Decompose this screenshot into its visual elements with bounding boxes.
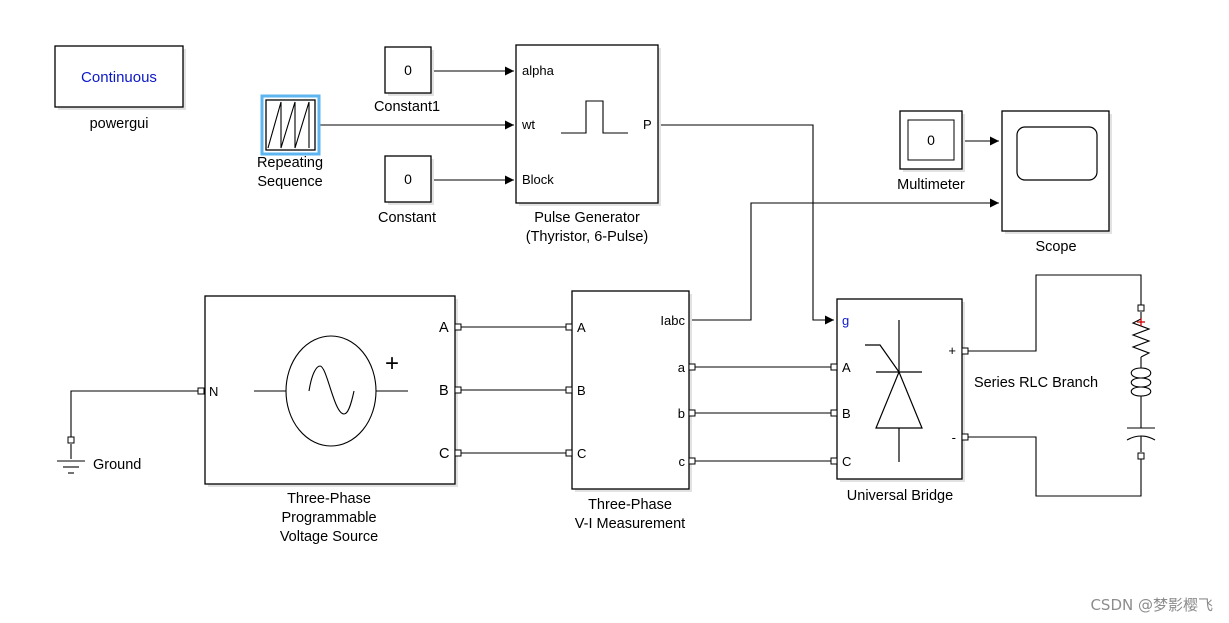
powergui-mode-text: Continuous	[81, 69, 157, 86]
vi-port-in-a: A	[577, 320, 586, 335]
powergui-block[interactable]: Continuous	[54, 45, 186, 110]
bridge-port-g: g	[842, 313, 849, 328]
multimeter-display	[907, 119, 955, 161]
wire-iabc-scope[interactable]	[660, 198, 999, 321]
ground-icon	[57, 444, 85, 474]
repeating-sequence-label-2: Sequence	[257, 174, 322, 190]
constant1-value: 0	[404, 62, 412, 78]
source-port-a: A	[439, 320, 449, 336]
multimeter-label: Multimeter	[897, 177, 965, 193]
universal-bridge-block[interactable]: g A B C + -	[836, 298, 965, 482]
pulse-port-block: Block	[522, 172, 554, 187]
voltage-source-label-3: Voltage Source	[280, 529, 378, 545]
bridge-port-plus: +	[948, 343, 956, 358]
rlc-branch-label: Series RLC Branch	[974, 375, 1098, 391]
vi-port-out-a: a	[678, 360, 686, 375]
multimeter-block[interactable]: 0	[899, 110, 965, 172]
watermark-text: CSDN @梦影樱飞	[1090, 596, 1213, 614]
powergui-label: powergui	[90, 116, 149, 132]
ac-source-icon	[254, 335, 408, 447]
ground-block[interactable]	[57, 444, 85, 474]
rlc-terminal-top[interactable]	[1137, 304, 1145, 312]
vi-terminal-in-b[interactable]	[565, 386, 573, 394]
ground-terminal[interactable]	[67, 436, 75, 444]
vi-port-out-b: b	[678, 406, 685, 421]
pulse-port-alpha: alpha	[522, 63, 555, 78]
constant1-block[interactable]: 0	[384, 46, 434, 96]
pulse-generator-label-1: Pulse Generator	[534, 210, 640, 226]
port-terminals	[67, 304, 1145, 465]
scope-block[interactable]	[1001, 110, 1112, 234]
signal-lines	[318, 66, 999, 325]
thyristor-icon	[865, 320, 923, 462]
scope-screen-icon	[1016, 126, 1098, 181]
scope-label: Scope	[1035, 239, 1076, 255]
vi-measurement-label-2: V-I Measurement	[575, 516, 685, 532]
bridge-port-c: C	[842, 454, 851, 469]
constant1-label: Constant1	[374, 99, 440, 115]
source-terminal-b[interactable]	[454, 386, 462, 394]
vi-port-out-c: c	[679, 454, 686, 469]
bridge-terminal-minus[interactable]	[961, 433, 969, 441]
rlc-icon	[1126, 312, 1156, 452]
voltage-source-label-2: Programmable	[281, 510, 376, 526]
wire-ground-n[interactable]	[70, 390, 200, 440]
bridge-port-minus: -	[952, 430, 956, 445]
vi-terminal-out-a[interactable]	[688, 363, 696, 371]
pulse-port-wt: wt	[521, 117, 535, 132]
source-plus-sign: +	[385, 350, 399, 377]
vi-measurement-label-1: Three-Phase	[588, 497, 672, 513]
constant-value: 0	[404, 171, 412, 187]
multimeter-value: 0	[927, 132, 935, 148]
sawtooth-icon	[267, 101, 310, 149]
source-terminal-c[interactable]	[454, 449, 462, 457]
universal-bridge-label: Universal Bridge	[847, 488, 953, 504]
pulse-port-p: P	[643, 117, 652, 132]
bridge-terminal-c[interactable]	[830, 457, 838, 465]
repeating-sequence-label-1: Repeating	[257, 155, 323, 171]
bridge-terminal-a[interactable]	[830, 363, 838, 371]
pulse-icon	[561, 100, 628, 134]
source-port-n: N	[209, 384, 218, 399]
source-terminal-n[interactable]	[197, 387, 205, 395]
vi-terminal-out-c[interactable]	[688, 457, 696, 465]
rlc-branch-block[interactable]	[1126, 312, 1156, 452]
vi-terminal-in-c[interactable]	[565, 449, 573, 457]
voltage-source-block[interactable]: N A B C +	[204, 295, 458, 487]
bridge-port-b: B	[842, 406, 851, 421]
wire-bridge-minus-rlc[interactable]	[967, 436, 1142, 497]
source-port-c: C	[439, 446, 449, 462]
vi-measurement-block[interactable]: A B C Iabc a b c	[571, 290, 692, 492]
pulse-generator-block[interactable]: alpha wt Block P	[515, 44, 661, 206]
bridge-port-a: A	[842, 360, 851, 375]
repeating-sequence-block[interactable]	[260, 94, 321, 156]
wire-bridge-plus-rlc[interactable]	[967, 274, 1142, 352]
ground-label: Ground	[93, 457, 141, 473]
power-connections	[70, 274, 1142, 497]
bridge-terminal-b[interactable]	[830, 409, 838, 417]
vi-port-in-c: C	[577, 446, 586, 461]
bridge-terminal-plus[interactable]	[961, 347, 969, 355]
wire-pulse-g[interactable]	[658, 124, 834, 325]
constant-label: Constant	[378, 210, 436, 226]
constant-block[interactable]: 0	[384, 155, 434, 205]
voltage-source-label-1: Three-Phase	[287, 491, 371, 507]
vi-terminal-out-b[interactable]	[688, 409, 696, 417]
vi-port-in-b: B	[577, 383, 586, 398]
vi-port-iabc: Iabc	[660, 313, 685, 328]
source-port-b: B	[439, 383, 449, 399]
pulse-generator-label-2: (Thyristor, 6-Pulse)	[526, 229, 648, 245]
rlc-terminal-bottom[interactable]	[1137, 452, 1145, 460]
vi-terminal-in-a[interactable]	[565, 323, 573, 331]
source-terminal-a[interactable]	[454, 323, 462, 331]
